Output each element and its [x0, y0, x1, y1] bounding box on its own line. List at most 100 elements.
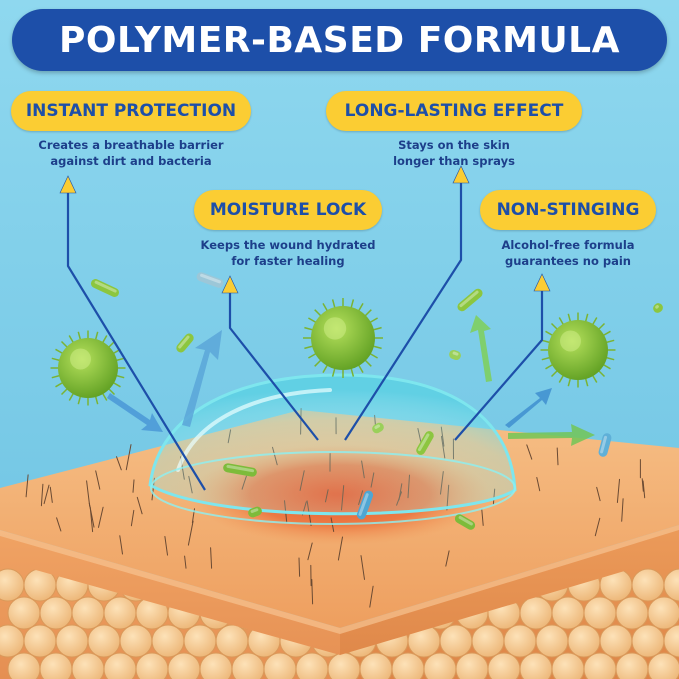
bacilli: [90, 272, 663, 530]
skin-hair: [98, 506, 104, 528]
skin-hair: [311, 579, 314, 605]
leader-long-lasting: [344, 180, 463, 441]
deflect-arrow-3: [505, 388, 552, 428]
fat-cell: [327, 652, 361, 679]
skin-hair: [40, 483, 44, 507]
fat-cell: [487, 652, 521, 679]
skin-hair: [164, 536, 168, 556]
fat-cell: [359, 652, 393, 679]
fat-cell: [663, 568, 679, 602]
deflect-arrow-4: [508, 424, 595, 446]
fat-cell: [567, 624, 601, 658]
fat-cell: [439, 624, 473, 658]
bacterium: [303, 298, 383, 378]
skin-hair: [481, 509, 484, 526]
arrowhead-moisture-lock: [221, 275, 239, 294]
arrowhead-instant-protection: [59, 175, 77, 194]
skin-hair: [621, 498, 624, 522]
bacillus: [457, 288, 483, 312]
bacillus: [454, 514, 476, 530]
feature-desc-moisture-lock: Keeps the wound hydrated for faster heal…: [178, 237, 398, 269]
skin-hair: [445, 550, 450, 567]
fat-cell: [119, 624, 153, 658]
skin-hair: [642, 480, 646, 499]
skin-hair: [184, 555, 187, 569]
fat-cell: [519, 596, 553, 630]
fat-cell: [663, 624, 679, 658]
fat-cell: [551, 596, 585, 630]
bacillus: [176, 333, 194, 353]
fat-cell: [199, 652, 233, 679]
fat-cell: [263, 652, 297, 679]
skin-hair: [641, 478, 644, 492]
skin-hair: [594, 517, 601, 537]
bacillus: [223, 463, 257, 477]
skin-hair: [116, 456, 122, 471]
skin-hair: [56, 517, 62, 532]
feature-desc-line: for faster healing: [231, 254, 345, 268]
fat-cell: [215, 624, 249, 658]
fat-cell: [535, 624, 569, 658]
skin-hair: [43, 484, 50, 505]
feature-pill-non-stinging: NON-STINGING: [480, 190, 656, 230]
fat-cells: [0, 568, 679, 679]
title-banner: POLYMER-BASED FORMULA: [12, 9, 667, 71]
skin-hair: [369, 585, 374, 608]
fat-cell: [519, 652, 553, 679]
leader-non-stinging: [454, 288, 544, 441]
deflect-arrow-2: [470, 315, 492, 382]
fat-cell: [103, 652, 137, 679]
skin-hair: [187, 520, 194, 546]
bacteria: [50, 298, 616, 406]
feature-desc-line: longer than sprays: [393, 154, 515, 168]
fat-cell: [71, 652, 105, 679]
skin-hair: [49, 486, 53, 503]
bacillus: [90, 279, 120, 297]
fat-cell: [135, 652, 169, 679]
fat-cell: [503, 624, 537, 658]
leader-instant-protection: [66, 190, 206, 491]
fat-cell: [631, 568, 665, 602]
bacillus: [248, 506, 262, 518]
skin-hair: [130, 509, 135, 527]
fat-cell: [71, 596, 105, 630]
deflect-arrow-1: [182, 330, 222, 427]
feature-desc-line: against dirt and bacteria: [50, 154, 212, 168]
fat-cell: [583, 596, 617, 630]
bacillus: [372, 422, 384, 434]
skin-hair: [298, 557, 301, 577]
fat-cell: [103, 596, 137, 630]
feature-desc-line: Creates a breathable barrier: [38, 138, 224, 152]
skin-hair: [136, 496, 143, 515]
feature-desc-line: Alcohol-free formula: [501, 238, 635, 252]
feature-label: INSTANT PROTECTION: [25, 101, 237, 121]
arrowhead-long-lasting: [452, 165, 470, 184]
skin-hair: [536, 477, 541, 492]
page-title: POLYMER-BASED FORMULA: [59, 19, 620, 61]
deflect-arrow-5: [107, 393, 163, 432]
fat-cell: [647, 652, 679, 679]
fat-cell: [615, 596, 649, 630]
bacillus: [598, 433, 612, 457]
fat-cell: [551, 652, 585, 679]
bacterium: [540, 312, 616, 388]
feature-desc-line: Keeps the wound hydrated: [200, 238, 376, 252]
fat-cell: [455, 652, 489, 679]
bacillus: [196, 272, 224, 288]
leader-moisture-lock: [228, 290, 319, 441]
fat-cell: [599, 624, 633, 658]
skin-hair: [360, 555, 365, 580]
skin-hair: [119, 535, 123, 555]
fat-cell: [615, 652, 649, 679]
fat-cell: [55, 624, 89, 658]
fat-cell: [631, 624, 665, 658]
feature-label: MOISTURE LOCK: [209, 200, 367, 220]
feature-desc-long-lasting: Stays on the skin longer than sprays: [334, 137, 574, 169]
skin-hair: [307, 542, 313, 561]
fat-cell: [7, 596, 41, 630]
bacillus: [449, 349, 461, 361]
skin-hair: [596, 486, 601, 502]
fat-cell: [23, 624, 57, 658]
fat-cell: [471, 624, 505, 658]
